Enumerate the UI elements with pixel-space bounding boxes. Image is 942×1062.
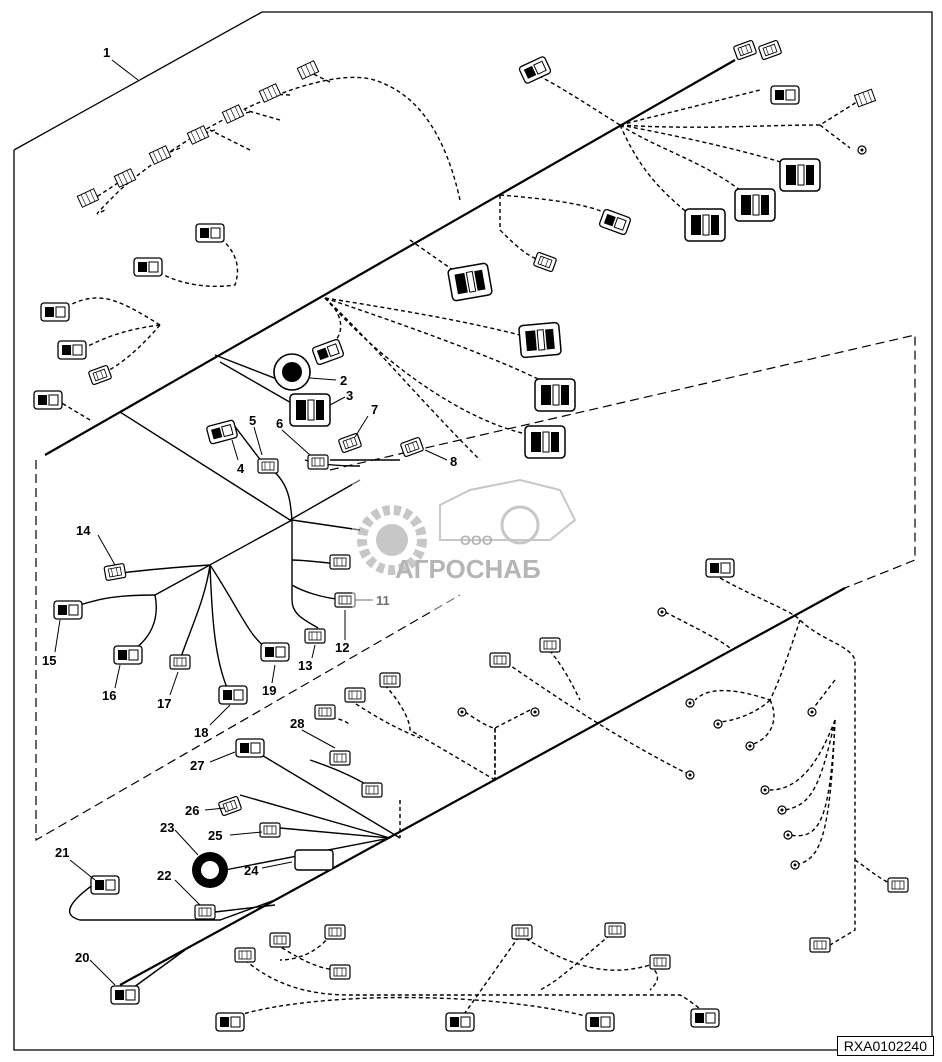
callout-7: 7 xyxy=(371,402,378,417)
callout-22: 22 xyxy=(157,868,171,883)
watermark-line1: ООО xyxy=(460,532,493,548)
callout-12: 12 xyxy=(335,640,349,655)
callout-8: 8 xyxy=(450,454,457,469)
callout-27: 27 xyxy=(190,758,204,773)
callout-25: 25 xyxy=(208,828,222,843)
callout-1: 1 xyxy=(103,45,110,60)
outer-frame xyxy=(13,11,933,1051)
figure-reference-id: RXA0102240 xyxy=(836,1036,934,1056)
connector-group xyxy=(33,39,909,1032)
watermark-logo: ООО АГРОСНАБ xyxy=(352,470,590,610)
callout-21: 21 xyxy=(55,845,69,860)
callout-2: 2 xyxy=(340,373,347,388)
watermark-line2: АГРОСНАБ xyxy=(395,554,541,584)
callout-labels: 1 2 3 4 5 6 7 8 11 12 13 14 15 16 17 18 … xyxy=(42,45,457,965)
callout-16: 16 xyxy=(102,688,116,703)
callout-17: 17 xyxy=(157,696,171,711)
callout-4: 4 xyxy=(237,461,245,476)
callout-3: 3 xyxy=(346,388,353,403)
callout-23: 23 xyxy=(160,820,174,835)
callout-14: 14 xyxy=(76,523,91,538)
callout-6: 6 xyxy=(276,416,283,431)
callout-24: 24 xyxy=(244,863,259,878)
callout-18: 18 xyxy=(194,725,208,740)
callout-28: 28 xyxy=(290,716,304,731)
connector-24 xyxy=(294,849,334,871)
callout-13: 13 xyxy=(298,658,312,673)
callout-20: 20 xyxy=(75,950,89,965)
callout-26: 26 xyxy=(185,803,199,818)
inset-box xyxy=(329,334,916,591)
callout-11: 11 xyxy=(376,593,390,608)
leader-lines xyxy=(54,59,448,986)
inset-box xyxy=(35,460,461,842)
callout-15: 15 xyxy=(42,653,56,668)
callout-19: 19 xyxy=(262,683,276,698)
callout-5: 5 xyxy=(249,413,256,428)
optional-harness xyxy=(59,69,896,1021)
